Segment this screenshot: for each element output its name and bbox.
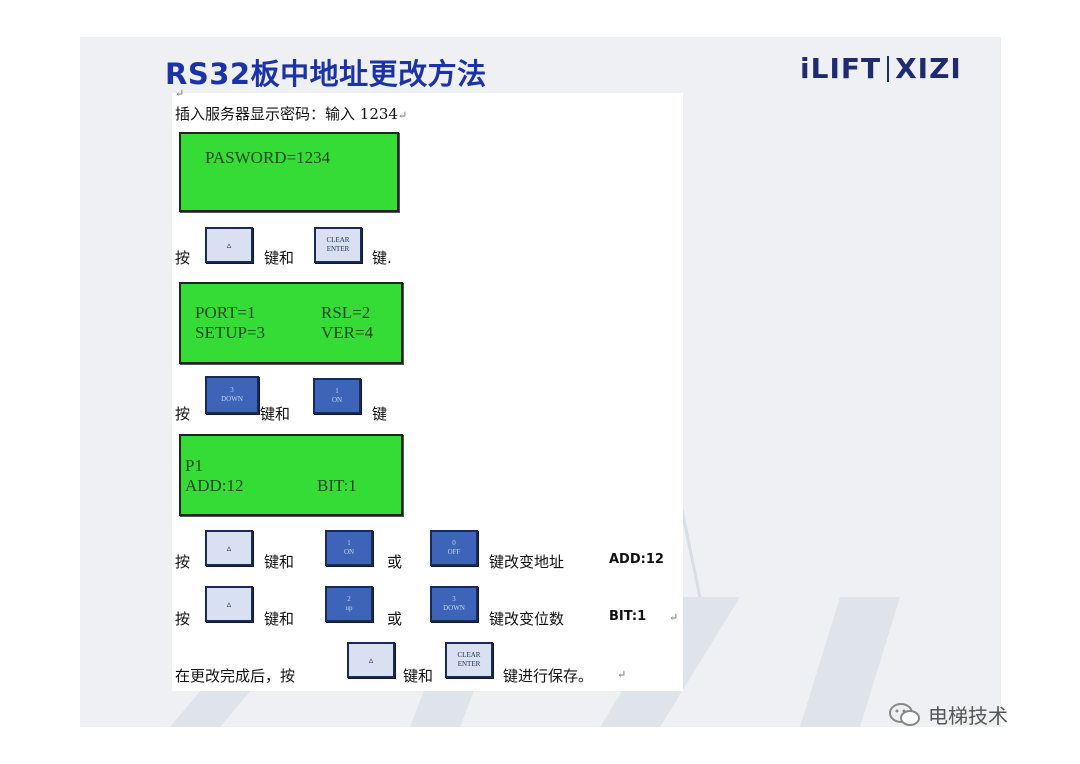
up-key-button[interactable]: ▵ xyxy=(205,227,253,263)
intro-label: 插入服务器显示密码：输入 1234 xyxy=(175,105,398,123)
ilift-logo-text: iLIFT xyxy=(800,52,882,85)
step1-press: 按 xyxy=(175,249,191,267)
down3-number: 3 xyxy=(452,595,456,603)
lcd-p1-text: P1 xyxy=(185,456,203,475)
on1-label: ON xyxy=(343,548,355,556)
step1-end: 键. xyxy=(372,249,392,267)
step4-and: 键和 xyxy=(264,610,295,628)
xizi-logo-text: XIZI xyxy=(895,52,962,85)
off0-number: 0 xyxy=(452,539,456,547)
step3-action: 键改变地址 xyxy=(489,553,565,571)
down3-label: DOWN xyxy=(443,604,465,612)
up2-label: up xyxy=(345,604,353,612)
up-key-button-4[interactable]: ▵ xyxy=(347,642,395,678)
document-body: ↵ 插入服务器显示密码：输入 1234↵ PASWORD=1234 按 ▵ 键和… xyxy=(172,87,683,691)
clear-label: CLEAR xyxy=(457,651,481,659)
up-key-button-3[interactable]: ▵ xyxy=(205,586,253,622)
wechat-icon xyxy=(889,702,920,726)
step5-and: 键和 xyxy=(403,667,434,685)
up-arrow-icon: ▵ xyxy=(226,239,232,250)
return-mark: ↵ xyxy=(175,87,185,100)
up-arrow-icon: ▵ xyxy=(368,654,374,665)
lcd-display-address: P1 ADD:12 BIT:1 xyxy=(179,434,403,516)
step4-or: 或 xyxy=(387,610,403,628)
step5-action: 键进行保存。 xyxy=(503,667,594,685)
lcd-port-text: PORT=1 xyxy=(195,303,256,322)
up-key-button-2[interactable]: ▵ xyxy=(205,530,253,566)
down3-number: 3 xyxy=(230,386,234,394)
slide: RS32板中地址更改方法 iLIFT XIZI ↵ 插入服务器显示密码：输入 1… xyxy=(80,37,1001,727)
step4-press: 按 xyxy=(175,610,191,628)
enter-label: ENTER xyxy=(457,660,481,668)
lcd-display-menu: PORT=1 RSL=2 SETUP=3 VER=4 xyxy=(179,282,403,364)
up2-number: 2 xyxy=(347,595,351,603)
clear-label: CLEAR xyxy=(326,236,350,244)
up-arrow-icon: ▵ xyxy=(226,542,232,553)
slide-title: RS32板中地址更改方法 xyxy=(165,57,487,91)
step2-press: 按 xyxy=(175,405,191,423)
up-arrow-icon: ▵ xyxy=(226,598,232,609)
wechat-account: 电梯技术 xyxy=(888,700,1008,729)
step1-and: 键和 xyxy=(264,249,295,267)
step4-action: 键改变位数 xyxy=(489,610,565,628)
enter-label: ENTER xyxy=(326,245,350,253)
logo-divider xyxy=(887,55,890,82)
step5-prefix: 在更改完成后，按 xyxy=(175,667,296,685)
brand-logo: iLIFT XIZI xyxy=(800,52,962,85)
lcd-setup-text: SETUP=3 xyxy=(195,323,266,342)
off0-label: OFF xyxy=(447,548,461,556)
return-mark: ↵ xyxy=(617,668,627,681)
step2-end: 键 xyxy=(372,405,388,423)
down3-label: DOWN xyxy=(221,395,243,403)
step3-press: 按 xyxy=(175,553,191,571)
step3-and: 键和 xyxy=(264,553,295,571)
step3-value: ADD:12 xyxy=(609,552,664,567)
lcd-display-password: PASWORD=1234 xyxy=(179,132,399,212)
return-mark: ↵ xyxy=(397,109,408,122)
step2-and: 键和 xyxy=(260,405,291,423)
lcd-rsl-text: RSL=2 xyxy=(321,303,371,322)
intro-text: 插入服务器显示密码：输入 1234↵ xyxy=(175,103,407,124)
on1-label: ON xyxy=(331,396,343,404)
lcd-bit-text: BIT:1 xyxy=(317,476,357,495)
step3-or: 或 xyxy=(387,553,403,571)
lcd-ver-text: VER=4 xyxy=(321,323,374,342)
return-mark: ↵ xyxy=(669,611,679,624)
lcd-password-text: PASWORD=1234 xyxy=(205,148,331,167)
on1-number: 1 xyxy=(335,387,339,395)
lcd-add-text: ADD:12 xyxy=(185,476,244,495)
wechat-account-label: 电梯技术 xyxy=(928,704,1008,728)
on1-number: 1 xyxy=(347,539,351,547)
step4-value: BIT:1 xyxy=(609,609,647,624)
